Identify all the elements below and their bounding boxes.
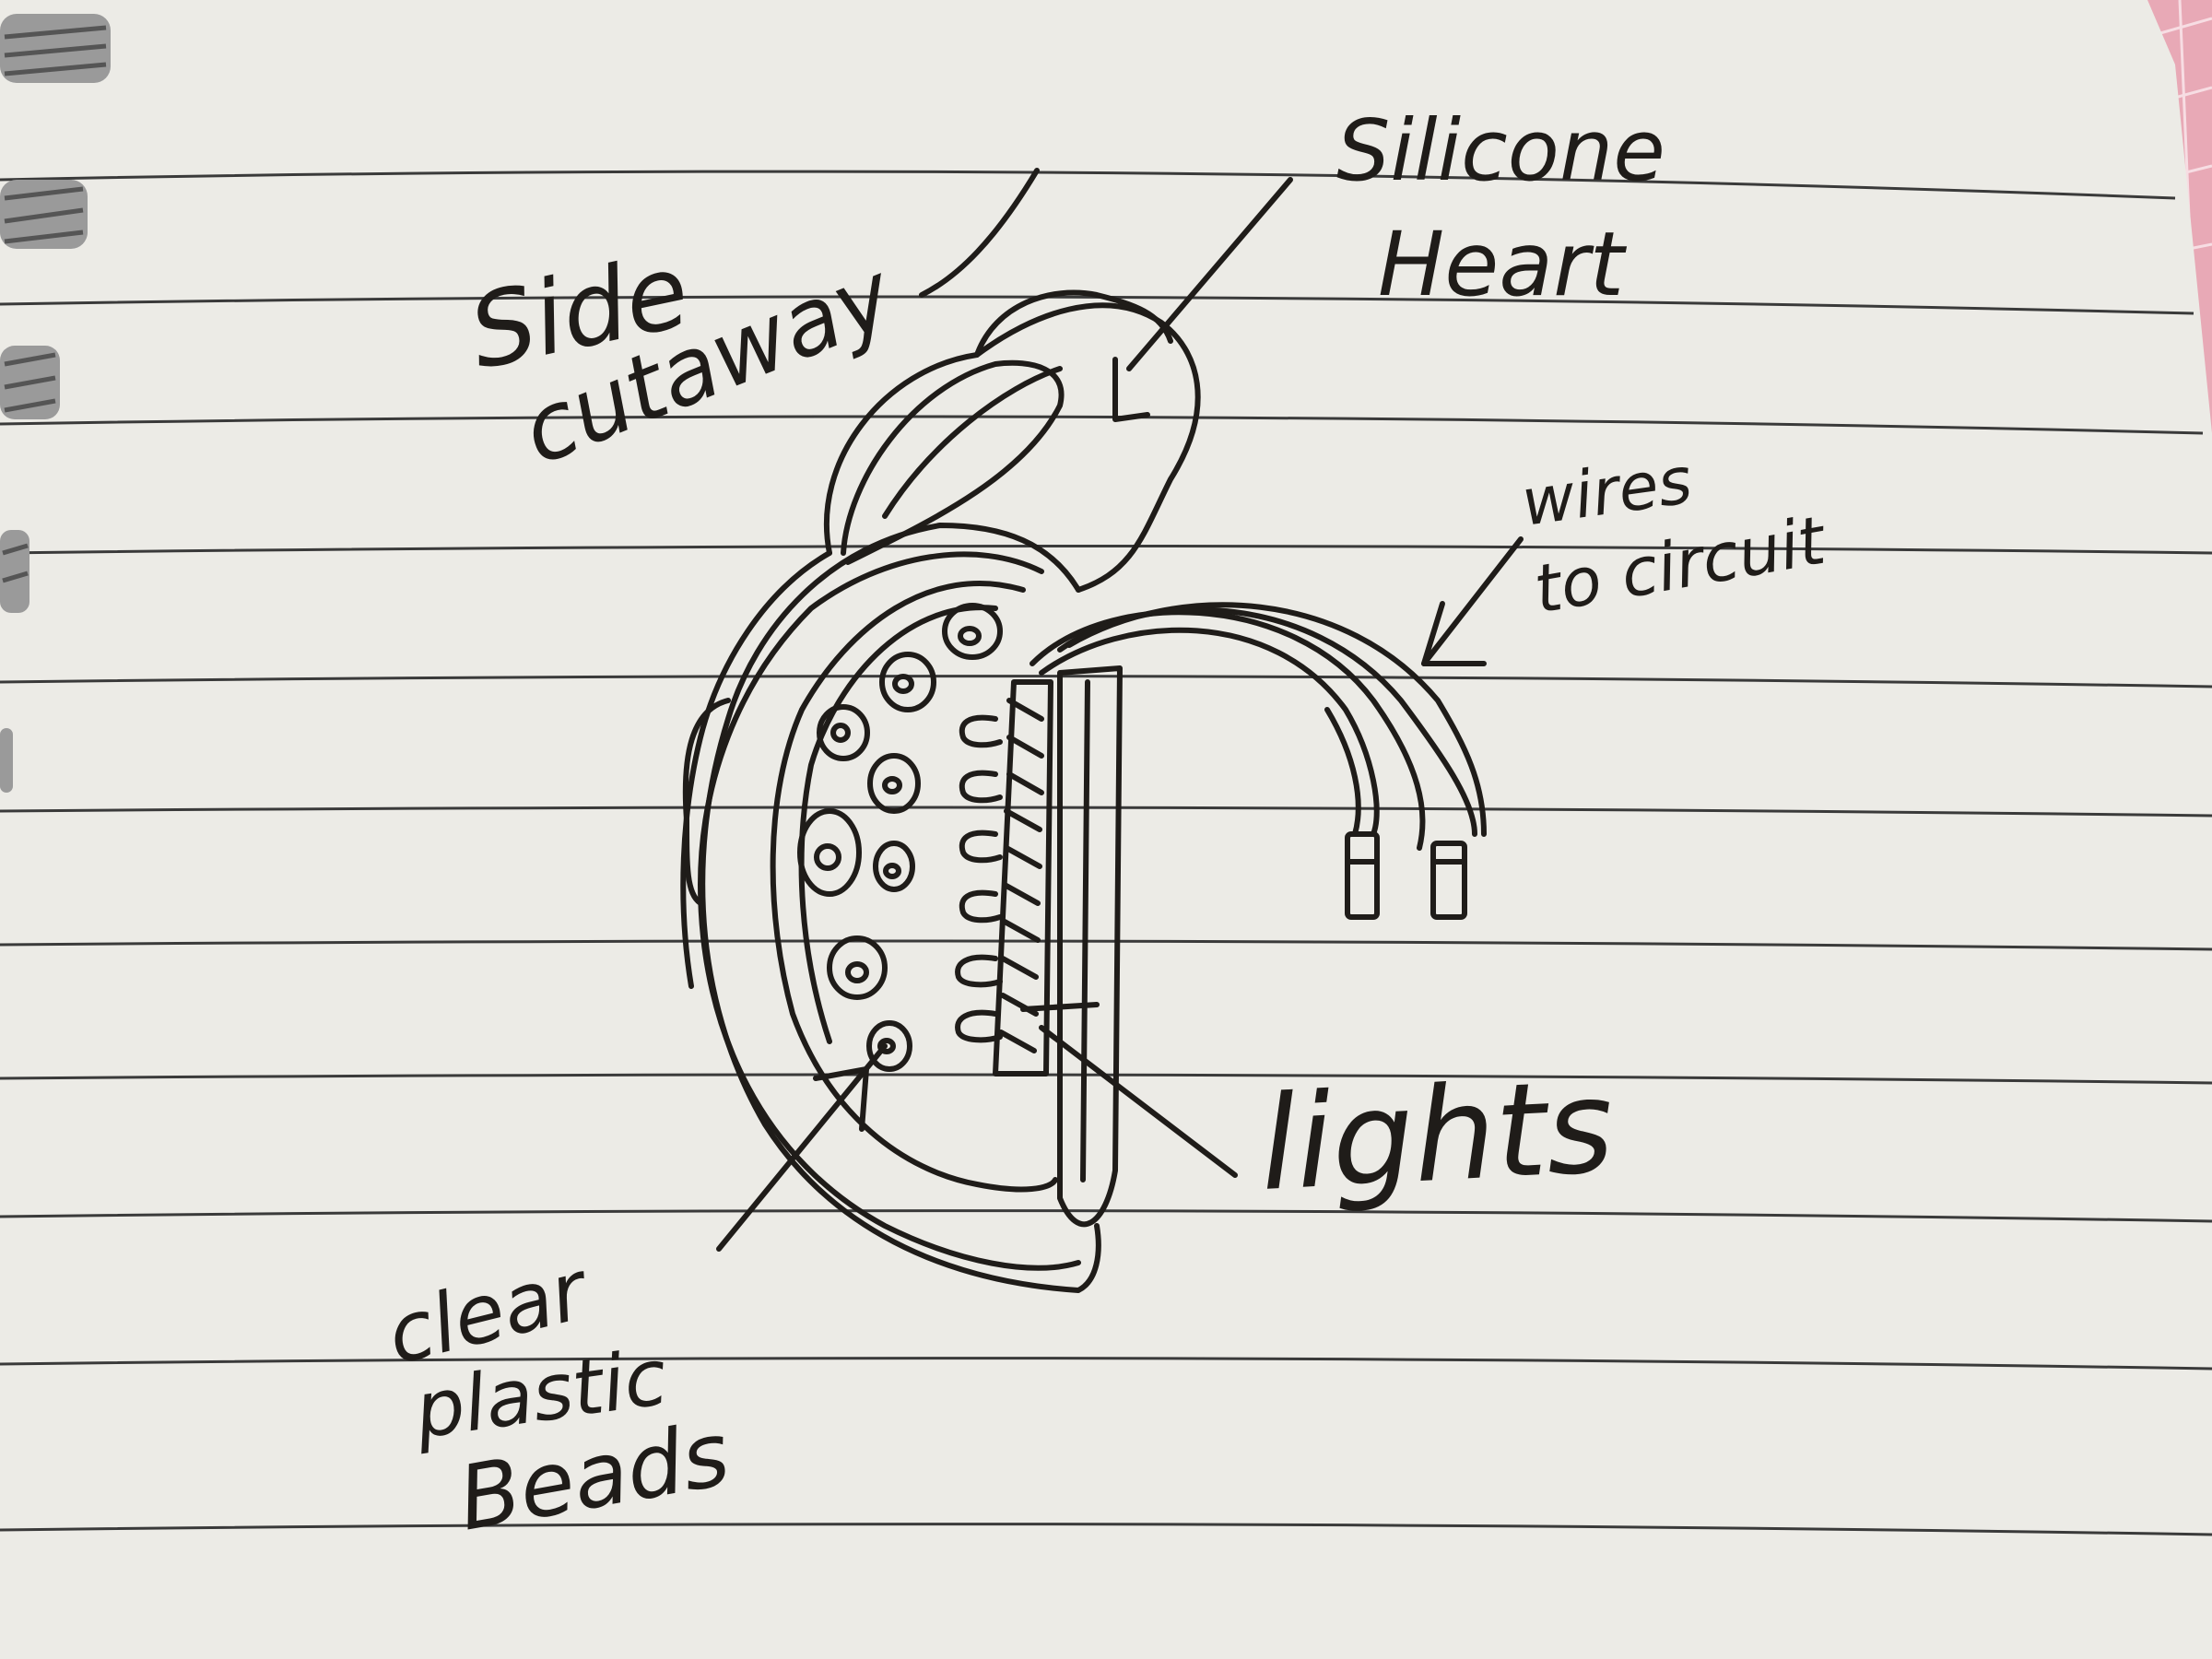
inner-chamber-2 [798,605,998,1044]
spiral-ring-icon [0,14,111,83]
cutaway-stroke [919,168,1040,298]
spiral-ring-icon [0,530,29,613]
back-housing [1057,665,1123,1228]
heart-top-lobe-inner [841,359,1065,565]
back-housing-line [1080,679,1090,1182]
label-silicone: Silicone [1336,101,1665,200]
spiral-binding [0,14,111,793]
spiral-ring-icon [0,180,88,249]
wire-plug-icon [1430,841,1467,920]
pointer-beads-arrowhead-icon [813,1066,869,1132]
light-board [993,679,1053,1077]
plastic-beads [797,603,1003,1072]
heart-drawing [680,168,1524,1293]
label-heart: Heart [1378,213,1628,316]
heart-l-mark [1112,357,1150,422]
heart-rounded-lobe [974,289,1173,358]
pointer-wires-arrow [1421,536,1524,666]
outer-shell-2 [698,551,1081,1271]
wire [1066,602,1487,837]
pointer-beads [716,1043,888,1252]
pointer-wires-arrowhead-icon [1421,601,1487,666]
wire [1324,707,1361,837]
heart-vessel-curve [882,366,1063,519]
led-lights [955,714,1003,1043]
pointer-silicone-heart [1126,177,1293,371]
outer-bulge [682,698,731,906]
inner-chamber [770,580,1058,1193]
wire-plug-icon [1345,831,1380,920]
outer-shell-3 [680,550,832,989]
pointer-lights [1039,1025,1238,1178]
pointer-lights-2 [1020,1002,1100,1012]
label-lights: lights [1256,1052,1617,1220]
light-board-hatch [998,698,1044,1053]
wire [1039,627,1380,837]
spiral-ring-icon [0,728,13,793]
spiral-ring-icon [0,346,60,419]
